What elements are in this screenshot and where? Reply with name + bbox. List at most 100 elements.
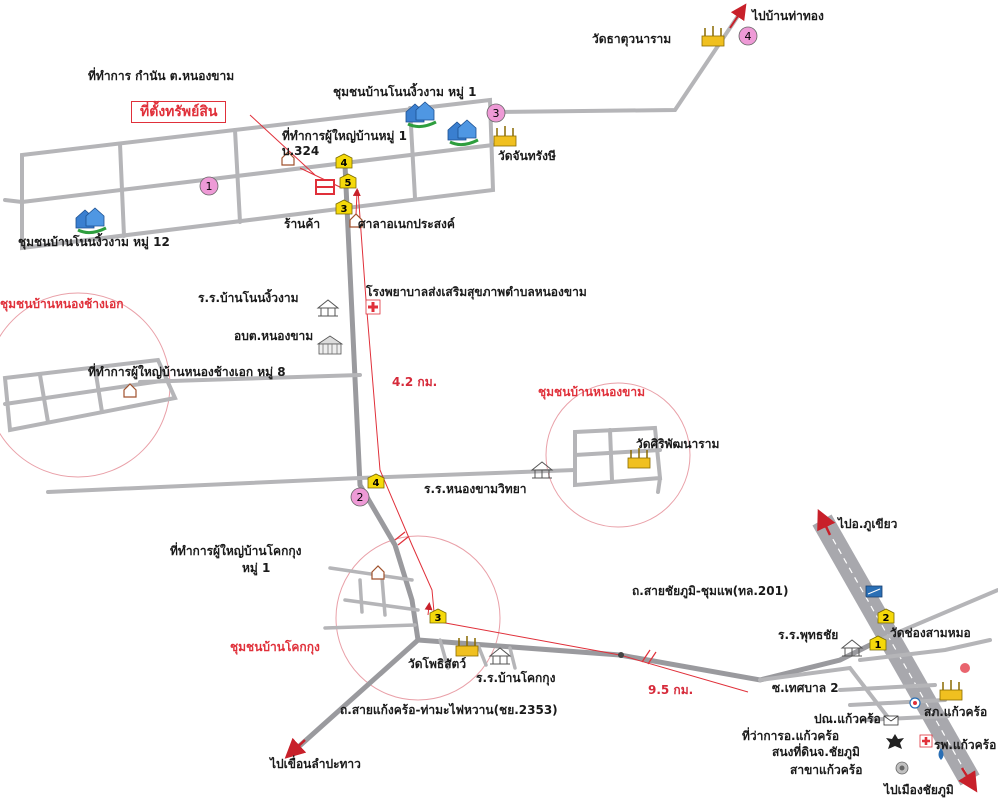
- route-marker-3: 3: [486, 103, 506, 123]
- yellow-marker-5: 5: [339, 173, 357, 189]
- junction-dot: [618, 652, 624, 658]
- post-office-icon: [883, 715, 899, 726]
- road-201-label: ถ.สายชัยภูมิ-ชุมแพ(ทล.201): [632, 584, 789, 598]
- sao-nong-kham-label: อบต.หนองขาม: [234, 329, 314, 343]
- small-house-icon-khok-kung: [371, 565, 385, 580]
- svg-text:5: 5: [345, 178, 352, 189]
- land-branch-label: สาขาแก้วคร้อ: [790, 763, 863, 777]
- headman-nong-chang-ek-label: ที่ทำการผู้ใหญ่บ้านหนองช้างเอก หมู่ 8: [88, 365, 286, 379]
- wat-chan-label: วัดจันทรังษี: [498, 149, 556, 163]
- arrow-lam-pa-thao: [284, 737, 307, 759]
- yellow-marker-1: 1: [869, 635, 887, 651]
- sala-label: ศาลาอเนกประสงค์: [358, 217, 455, 231]
- nong-chang-ek-roads: [2, 357, 577, 494]
- arrow-ban-tha-thong: [729, 3, 747, 29]
- yellow-marker-3-khok: 3: [429, 608, 447, 624]
- wat-pho-label: วัดโพธิสัตว์: [408, 657, 467, 671]
- to-phu-khiao-label: ไปอ.ภูเขียว: [838, 517, 898, 531]
- khok-kung-circle: [335, 535, 501, 701]
- police-icon: [909, 697, 921, 709]
- small-house-icon-kamnan: [281, 151, 295, 166]
- break-marks: [394, 531, 657, 665]
- community-khok-kung-label: ชุมชนบ้านโคกกุง: [230, 640, 320, 654]
- wat-chong-sam-mo-label: วัดช่องสามหมอ: [890, 626, 971, 640]
- government-building-icon: [316, 335, 344, 355]
- highway-201-centerline: [821, 519, 971, 781]
- house-icon-community-1: [405, 101, 437, 129]
- svg-text:3: 3: [341, 204, 348, 215]
- route-lines: [249, 114, 749, 693]
- headman-khok-kung-label: ที่ทำการผู้ใหญ่บ้านโคกกุง: [170, 544, 302, 558]
- nong-kham-roads: [573, 425, 663, 494]
- kamnan-office-label: ที่ทำการ กำนัน ต.หนองขาม: [88, 69, 235, 83]
- yellow-markers: 4 5 3 4 3 2 1: [335, 153, 895, 651]
- distance-9-5-label: 9.5 กม.: [648, 683, 694, 697]
- route-arrow-up: [352, 188, 361, 216]
- property-label: ที่ตั้งทรัพย์สิน: [131, 101, 227, 124]
- district-office-label: ที่ว่าการอ.แก้วคร้อ: [742, 729, 840, 743]
- community-nong-chang-ek-label: ชุมชนบ้านหนองช้างเอก: [0, 297, 124, 311]
- hospital-kaeng-khro-label: รพ.แก้วคร้อ: [934, 738, 997, 752]
- moo-1-label: หมู่ 1: [242, 561, 271, 575]
- svg-text:4: 4: [745, 30, 752, 43]
- yellow-marker-4-top: 4: [335, 153, 353, 169]
- shop-label: ร้านค้า: [284, 217, 321, 231]
- school-nong-kham-label: ร.ร.หนองขามวิทยา: [424, 482, 527, 496]
- post-office-label: ปณ.แก้วคร้อ: [814, 712, 881, 726]
- fuel-drop-icon: [938, 748, 944, 760]
- soi-thesaban-2-label: ซ.เทศบาล 2: [772, 681, 839, 695]
- school-icon-non-ngiw: [316, 299, 340, 317]
- land-office-label: สนงที่ดินจ.ชัยภูมิ: [772, 745, 860, 759]
- house-icon-community-12: [75, 207, 107, 235]
- small-house-icon-nong-chang-ek: [123, 383, 137, 398]
- arrow-phu-khiao: [817, 508, 836, 536]
- school-khok-kung-label: ร.ร.บ้านโคกกุง: [476, 671, 556, 685]
- school-icon-phutthachai: [840, 639, 864, 657]
- svg-text:2: 2: [357, 491, 364, 504]
- to-lam-pa-thao-label: ไปเขื่อนลำปะทาว: [270, 757, 361, 771]
- svg-text:3: 3: [435, 613, 442, 624]
- school-non-ngiw-label: ร.ร.บ้านโนนงิ้วงาม: [198, 291, 299, 305]
- headman-office-1-label: ที่ทำการผู้ใหญ่บ้านหมู่ 1: [282, 129, 407, 143]
- svg-text:4: 4: [373, 478, 380, 489]
- temple-icon-wat-pho: [455, 636, 479, 657]
- road-2353-label: ถ.สายแก้งคร้อ-ท่ามะไฟหวาน(ชย.2353): [340, 703, 558, 717]
- school-phutthachai-label: ร.ร.พุทธชัย: [778, 628, 839, 642]
- road-sign-icon-201: [865, 585, 883, 598]
- garuda-emblem-icon: [886, 734, 904, 749]
- route-markers: 1 2 3 4: [199, 26, 758, 507]
- route-marker-2: 2: [350, 487, 370, 507]
- yellow-marker-3-top: 3: [335, 199, 353, 215]
- khok-kung-minor-roads: [323, 566, 517, 670]
- wat-thatu-label: วัดธาตุวนาราม: [592, 32, 672, 46]
- temple-icon-wat-chong: [939, 680, 963, 701]
- road-324-label: บ.324: [282, 144, 320, 158]
- school-icon-nong-kham: [530, 461, 554, 479]
- nong-kham-circle: [545, 382, 691, 528]
- yellow-marker-4-mid: 4: [367, 473, 385, 489]
- community-nong-kham-label: ชุมชนบ้านหนองขาม: [538, 385, 645, 399]
- route-arrow-khok: [424, 602, 433, 616]
- temple-icon-wat-chan: [493, 126, 517, 147]
- svg-text:4: 4: [341, 158, 348, 169]
- temple-icon-wat-thatu: [701, 26, 725, 47]
- kaeng-khro-town-roads: [758, 588, 998, 722]
- svg-text:2: 2: [883, 613, 890, 624]
- route-marker-4: 4: [738, 26, 758, 46]
- wat-siri-label: วัดศิริพัฒนาราม: [636, 437, 720, 451]
- marker-pin-icon: [960, 663, 970, 673]
- community-12-label: ชุมชนบ้านโนนงิ้วงาม หมู่ 12: [18, 235, 170, 249]
- arrow-chaiyaphum: [958, 767, 978, 793]
- hospital-subdistrict-label: โรงพยาบาลส่งเสริมสุขภาพตำบลหนองขาม: [366, 285, 587, 299]
- hospital-cross-icon: [365, 299, 381, 315]
- svg-text:1: 1: [206, 180, 213, 193]
- house-icon-headman-1: [447, 119, 479, 147]
- svg-text:3: 3: [493, 107, 500, 120]
- school-icon-khok-kung: [488, 647, 512, 665]
- svg-text:1: 1: [875, 640, 882, 651]
- to-chaiyaphum-label: ไปเมืองชัยภูมิ: [884, 783, 954, 797]
- route-marker-1: 1: [199, 176, 219, 196]
- top-village-roads: [3, 8, 744, 251]
